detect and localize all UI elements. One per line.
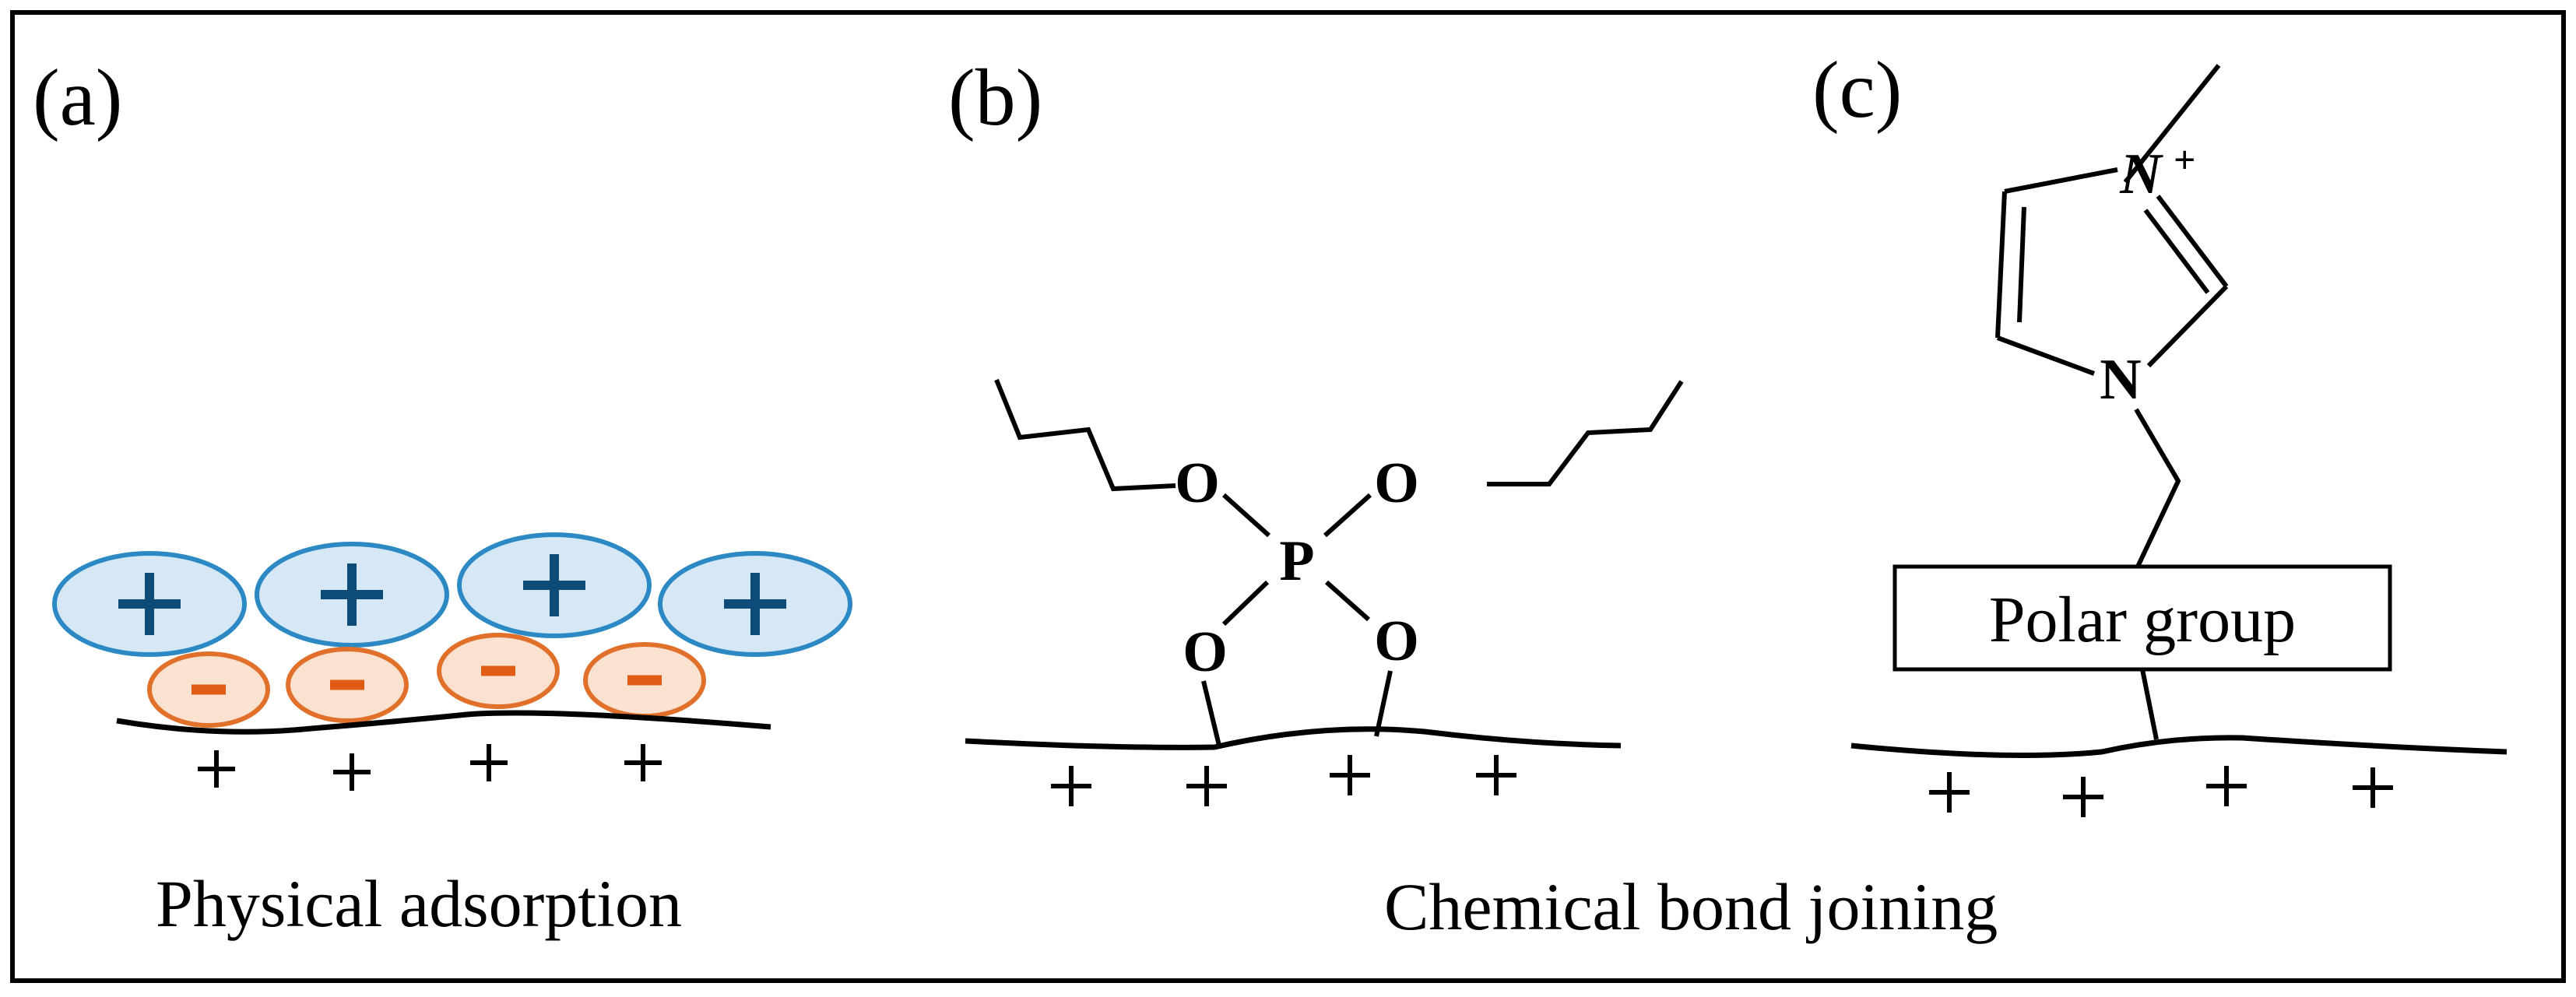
surface-plus <box>2206 766 2247 806</box>
cation-plus-signs <box>118 554 786 635</box>
methyl-bond <box>2123 64 2221 184</box>
imidazolium-ring <box>1995 64 2229 376</box>
bond <box>1221 493 1271 538</box>
surface-plus <box>1476 755 1516 795</box>
panel-c-label: (c) <box>1812 45 1902 135</box>
surface-charges-b <box>1051 755 1516 806</box>
anchor-bond <box>2140 669 2159 740</box>
surface-plus <box>1051 766 1091 806</box>
bond <box>1996 335 2096 376</box>
panel-b: (b) O O P O O <box>948 53 1684 806</box>
bond <box>1221 580 1270 627</box>
anion-ellipses <box>147 633 706 728</box>
panel-c: (c) N + N Polar group <box>1812 45 2507 817</box>
surface-plus <box>2353 767 2393 808</box>
surface-line-a <box>116 710 771 735</box>
butyl-chain-left <box>994 378 1176 492</box>
bond <box>1201 680 1221 746</box>
surface-charges-a <box>198 744 662 791</box>
cation-plus-sign <box>724 573 786 635</box>
bond <box>1995 191 2007 339</box>
cation-ellipses <box>52 532 852 657</box>
surface-plus <box>624 744 662 781</box>
surface-plus <box>2063 777 2103 817</box>
surface-plus <box>1186 766 1227 806</box>
surface-plus <box>333 753 371 791</box>
anion-minus-signs <box>192 665 662 695</box>
cation-charge-superscript: + <box>2174 138 2196 181</box>
figure-frame <box>10 10 2566 983</box>
oxygen-atom: O <box>1175 451 1220 515</box>
nitrogen-atom: N <box>2100 348 2141 412</box>
oxygen-atom: O <box>1374 451 1419 515</box>
caption-physical-adsorption: Physical adsorption <box>156 866 682 941</box>
surface-charges-c <box>1929 766 2393 817</box>
surface-plus <box>1929 772 1970 813</box>
surface-line-c <box>1850 735 2507 758</box>
caption-chemical-bond-joining: Chemical bond joining <box>1384 869 1998 944</box>
panel-b-label: (b) <box>948 53 1042 142</box>
cation-plus-sign <box>118 573 181 635</box>
phosphorus-atom: P <box>1279 529 1314 593</box>
surface-plus <box>1330 755 1370 795</box>
polar-group-label: Polar group <box>1989 584 2296 656</box>
nitrogen-atom: N <box>2119 142 2163 206</box>
panel-a-label: (a) <box>33 53 122 142</box>
linker-chain <box>2134 408 2181 568</box>
bond <box>1323 493 1372 538</box>
oxygen-atom: O <box>1374 609 1419 673</box>
polar-group-box <box>1892 564 2392 672</box>
oxygen-atom: O <box>1183 620 1228 684</box>
double-bond <box>2017 206 2026 323</box>
butyl-chain-right <box>1487 380 1684 486</box>
double-bond <box>2143 209 2210 294</box>
cation-plus-sign <box>321 563 383 626</box>
surface-line-b <box>965 726 1622 750</box>
surface-plus <box>198 750 235 788</box>
bond <box>1325 580 1370 622</box>
bond <box>2004 167 2118 194</box>
phosphate-bonds <box>1201 493 1393 746</box>
bond <box>2156 195 2229 288</box>
bond <box>2146 284 2229 368</box>
surface-plus <box>470 744 508 781</box>
panel-a: (a) <box>33 53 852 941</box>
cation-plus-sign <box>523 554 585 616</box>
bond <box>1374 670 1393 737</box>
